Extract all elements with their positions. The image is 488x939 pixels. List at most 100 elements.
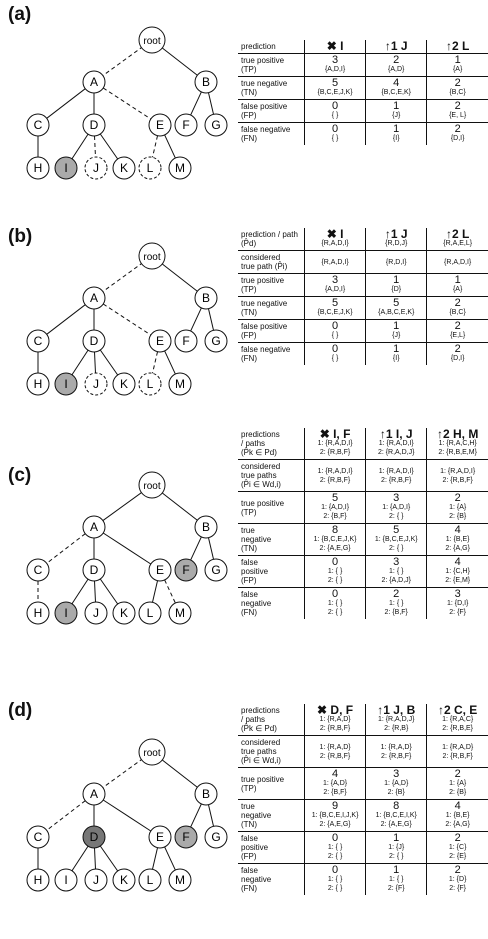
row-label-line: (FP) xyxy=(241,576,257,585)
node-label-K: K xyxy=(120,873,128,887)
cell-line: 1 xyxy=(454,54,461,66)
table-cell: ✖ I{R,A,D,I} xyxy=(304,228,367,251)
row-label: false negative(FN) xyxy=(238,122,305,145)
row-label-line: (TN) xyxy=(241,308,257,317)
cell-line: {B,C,E,K} xyxy=(381,89,412,96)
table-row: true positive(TP)3{A,D,I}1{D}1{A} xyxy=(238,273,488,297)
tree-edge xyxy=(94,351,96,374)
node-label-F: F xyxy=(182,563,189,577)
cell-line: ↑1 I, J xyxy=(379,427,413,441)
panel-d-label: (d) xyxy=(8,700,33,721)
cell-line: 2: { } xyxy=(327,853,343,860)
row-label-line: (TP) xyxy=(241,507,257,517)
row-label-line: false xyxy=(241,590,258,599)
row-label-line: predictions xyxy=(241,430,280,439)
node-root xyxy=(138,471,166,499)
cell-line: 2: {E,M} xyxy=(445,577,471,584)
table-cell: {R,A,D,I} xyxy=(304,250,367,274)
table-cell: 0{ } xyxy=(304,342,367,365)
cell-line: 5 xyxy=(393,297,400,309)
row-label-line: false xyxy=(241,834,258,843)
cell-line: 0 xyxy=(332,320,339,332)
cell-line: 1: { } xyxy=(327,876,343,883)
node-label-E: E xyxy=(156,563,164,577)
tree-edge xyxy=(190,803,202,828)
cell-line: ↑1 J, B xyxy=(377,703,416,717)
node-label-D: D xyxy=(90,334,99,348)
cell-line: 1: {R,A,D,I} xyxy=(378,467,414,475)
cell-line: 0 xyxy=(332,588,339,600)
row-label-line: (FN) xyxy=(241,354,257,363)
cell-line: 3 xyxy=(454,588,461,600)
node-label-C: C xyxy=(34,563,43,577)
node-L xyxy=(138,156,162,180)
cell-line: 0 xyxy=(332,864,339,876)
node-A xyxy=(82,286,106,310)
cell-line: 2: {E} xyxy=(449,853,467,860)
node-C xyxy=(26,329,50,353)
node-label-I: I xyxy=(64,377,67,391)
table-cell: 5{B,C,E,J,K} xyxy=(304,76,367,100)
node-K xyxy=(112,868,136,892)
node-A xyxy=(82,70,106,94)
table-cell: 1: {R,A,D}2: {R,B,F} xyxy=(365,735,428,768)
node-label-F: F xyxy=(182,830,189,844)
node-label-L: L xyxy=(147,873,154,887)
tree-edge xyxy=(102,303,152,336)
node-label-C: C xyxy=(34,830,43,844)
cell-line: 1: {R,A,C} xyxy=(442,716,474,723)
table-row: false negative(FN)0{ }1{I}2{D,I} xyxy=(238,342,488,365)
cell-line: 4 xyxy=(454,524,461,536)
cell-line: {B,C,E,J,K} xyxy=(317,309,353,316)
node-C xyxy=(26,558,50,582)
table-cell: 1: {R,A,D,I}2: {R,B,F} xyxy=(426,459,488,492)
node-label-A: A xyxy=(90,787,98,801)
row-label-line: true path (P̂i) xyxy=(241,262,288,271)
cell-line: {B,C} xyxy=(449,89,466,96)
tree-edge xyxy=(94,580,96,603)
cell-line: 2: { } xyxy=(327,577,343,584)
cell-line: {J} xyxy=(392,332,401,339)
row-label-line: (P̂i ∈ Wd,i) xyxy=(241,756,281,765)
cell-line: {E,L} xyxy=(450,332,466,339)
tree-edge xyxy=(99,133,119,160)
node-H xyxy=(26,372,50,396)
cell-line: 5 xyxy=(393,524,400,536)
table-cell: 2{D,I} xyxy=(426,122,488,145)
tree-edge xyxy=(99,349,119,376)
tree-edge xyxy=(160,491,198,521)
node-G xyxy=(204,558,228,582)
cell-line: 9 xyxy=(332,800,339,812)
node-label-C: C xyxy=(34,334,43,348)
node-label-F: F xyxy=(182,118,189,132)
tree-edge xyxy=(102,758,144,788)
node-G xyxy=(204,113,228,137)
cell-line: ↑2 L xyxy=(445,39,470,53)
row-label-line: / paths xyxy=(241,715,266,724)
table-cell: 2{E,L} xyxy=(426,319,488,343)
node-label-C: C xyxy=(34,118,43,132)
tree-edge xyxy=(164,846,176,871)
table-cell: 1{J} xyxy=(365,319,428,343)
cell-line: 1 xyxy=(393,320,400,332)
cell-line: 1: {A} xyxy=(449,504,467,511)
node-H xyxy=(26,156,50,180)
table-cell: ↑2 L{R,A,E,L} xyxy=(427,228,488,251)
node-L xyxy=(138,868,162,892)
cell-line: 2 xyxy=(454,320,461,332)
tree-edge xyxy=(71,578,89,605)
cell-line: {B,C,E,J,K} xyxy=(317,89,353,96)
node-F xyxy=(174,825,198,849)
row-label-line: prediction / path xyxy=(241,230,298,239)
table-cell: 5{B,C,E,J,K} xyxy=(304,296,367,320)
